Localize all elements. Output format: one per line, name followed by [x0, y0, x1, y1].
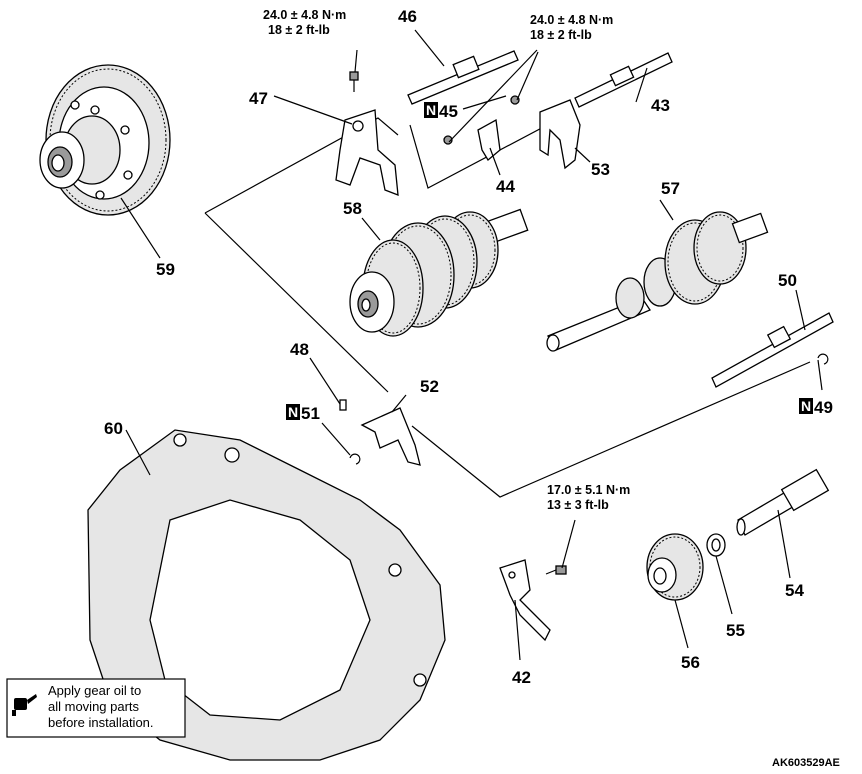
figure-id: AK603529AE [772, 757, 840, 769]
shift-fork-47 [335, 109, 399, 196]
callout-60: 60 [104, 419, 123, 438]
callout-44: 44 [496, 177, 515, 196]
reverse-idler-shaft-54 [736, 468, 830, 536]
callout-49: 49 [814, 398, 833, 417]
nonreusable-letter: N [288, 404, 298, 420]
bolt-icon [545, 565, 567, 575]
callout-55: 55 [726, 621, 745, 640]
input-shaft-gear-cluster [349, 208, 529, 337]
nonreusable-letter: N [801, 398, 811, 414]
oil-can-icon [12, 694, 37, 716]
gear-oil-note: Apply gear oil to all moving parts befor… [6, 678, 186, 738]
small-parts [339, 353, 829, 465]
nonreusable-letter: N [426, 102, 436, 118]
callout-48: 48 [290, 340, 309, 359]
note-line-3: before installation. [48, 715, 154, 730]
shift-rail-50 [711, 312, 834, 388]
shift-rail-46 [407, 50, 519, 105]
torque-label-nm-1: 24.0 ± 4.8 N·m [263, 8, 346, 22]
callout-45: 45 [439, 102, 458, 121]
callout-47: 47 [249, 89, 268, 108]
interlock-plate-44 [477, 118, 501, 161]
callout-53: 53 [591, 160, 610, 179]
reverse-idler-gear-56 [646, 533, 704, 601]
torque-label-nm-2: 24.0 ± 4.8 N·m [530, 13, 613, 27]
washer-55 [706, 533, 726, 557]
torque-label-ftlb-3: 13 ± 3 ft-lb [547, 498, 609, 512]
shift-lever-42 [499, 559, 551, 642]
callout-46: 46 [398, 7, 417, 26]
callout-59: 59 [156, 260, 175, 279]
callout-54: 54 [785, 581, 804, 600]
bolts [349, 71, 567, 575]
transaxle-case [87, 429, 446, 761]
torque-label-ftlb-2: 18 ± 2 ft-lb [530, 28, 592, 42]
bolt-icon [510, 95, 520, 105]
note-line-1: Apply gear oil to [48, 683, 141, 698]
output-shaft-assembly [546, 211, 769, 352]
callout-58: 58 [343, 199, 362, 218]
torque-label-nm-3: 17.0 ± 5.1 N·m [547, 483, 630, 497]
callout-42: 42 [512, 668, 531, 687]
callout-43: 43 [651, 96, 670, 115]
shift-fork-53 [539, 99, 581, 170]
shift-fork-52 [360, 407, 421, 466]
callout-56: 56 [681, 653, 700, 672]
callout-50: 50 [778, 271, 797, 290]
nonreusable-marker-49: N [799, 398, 813, 414]
nonreusable-marker-45: N [424, 102, 438, 118]
shift-rail-43 [574, 52, 673, 108]
callout-51: 51 [301, 404, 320, 423]
differential-assembly [39, 64, 171, 216]
bolt-icon [349, 71, 359, 92]
note-line-2: all moving parts [48, 699, 140, 714]
callout-57: 57 [661, 179, 680, 198]
torque-label-ftlb-1: 18 ± 2 ft-lb [268, 23, 330, 37]
nonreusable-marker-51: N [286, 404, 300, 420]
leader-lines [120, 29, 823, 661]
callout-52: 52 [420, 377, 439, 396]
bolt-icon [443, 135, 453, 145]
